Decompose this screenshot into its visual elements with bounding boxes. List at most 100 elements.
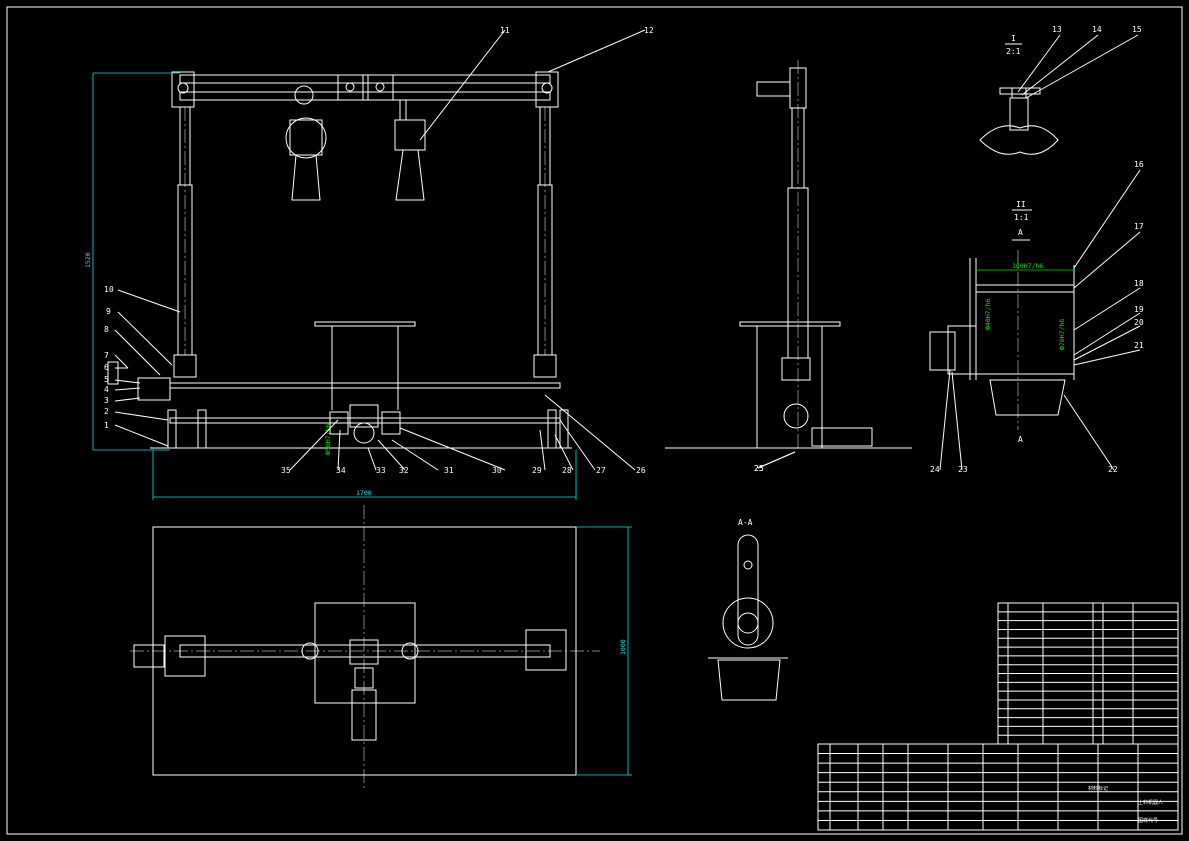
parts-list-grid [998, 603, 1178, 744]
leader-line [554, 434, 574, 471]
title-grid [818, 744, 1178, 830]
section-AA: A-A [708, 518, 788, 701]
leader-line [1063, 394, 1115, 471]
leader-line [289, 419, 339, 471]
balloon-label: 22 [1108, 465, 1118, 474]
plan-dim-height: 1000 [619, 639, 627, 655]
leader-line [337, 429, 341, 471]
balloon-label: 17 [1134, 222, 1144, 231]
section-mark-top: A [1018, 228, 1023, 237]
balloon-label: 18 [1134, 279, 1144, 288]
leader-line [117, 311, 173, 366]
balloon-label: 19 [1134, 305, 1144, 314]
leader-line [114, 379, 141, 384]
leader-line [117, 289, 181, 313]
detail-I-roman: I [1011, 34, 1016, 43]
balloon-label: 11 [500, 26, 510, 35]
balloon-label: 27 [596, 466, 606, 475]
leader-line [547, 29, 646, 73]
balloon-label: 15 [1132, 25, 1142, 34]
balloon-label: 21 [1134, 341, 1144, 350]
balloon-label: 33 [376, 466, 386, 475]
balloon-label: 24 [930, 465, 940, 474]
balloon-label: 13 [1052, 25, 1062, 34]
balloon-label: 9 [106, 307, 111, 316]
title-block: 材料标记 上料机器人 图样代号 [817, 602, 1179, 831]
front-fit-label: Ф50H7/k6 [324, 424, 332, 455]
leader-line [114, 329, 161, 376]
front-dim-height: 1520 [84, 252, 92, 268]
leader-line [1073, 325, 1141, 361]
detail-I-balloons: 13 14 15 [1017, 25, 1142, 99]
leader-line [419, 29, 506, 141]
balloon-label: 14 [1092, 25, 1102, 34]
leader-line [1073, 349, 1141, 366]
side-view: 25 [665, 60, 912, 473]
detail-II-scale: 1:1 [1014, 213, 1029, 222]
leader-line [544, 394, 636, 471]
leader-line [1073, 312, 1141, 356]
plan-view: 1000 [130, 505, 632, 790]
leader-line [951, 371, 963, 471]
balloon-label: 2 [104, 407, 109, 416]
leader-line [114, 424, 169, 447]
balloon-label: 3 [104, 396, 109, 405]
detail-I: I 2:1 13 14 15 [979, 25, 1142, 155]
balloon-label: 25 [754, 464, 764, 473]
detail-I-scale: 2:1 [1006, 47, 1021, 56]
drawing-code-label: 图样代号 [1138, 817, 1158, 824]
fit-70: Ф70H7/h6 [1058, 319, 1066, 350]
leader-line [367, 447, 377, 471]
balloon-label: 25 [754, 464, 764, 473]
product-name: 上料机器人 [1138, 799, 1163, 806]
balloon-label: 23 [958, 465, 968, 474]
balloon-label: 30 [492, 466, 502, 475]
leader-line [1073, 231, 1141, 289]
balloon-label: 32 [399, 466, 409, 475]
balloon-label: 6 [104, 363, 109, 372]
balloon-label: 5 [104, 375, 109, 384]
front-dim-width: 1700 [356, 489, 372, 497]
leader-line [939, 369, 951, 471]
balloon-label: 12 [644, 26, 654, 35]
fit-100: 100H7/h6 [1012, 262, 1043, 270]
leader-line [757, 451, 796, 469]
detail-II: II 1:1 A 100H7/h6 Ф40H7/h6 Ф70H7/h6 A 16… [929, 160, 1144, 474]
leader-line [391, 439, 439, 471]
sheet-border [6, 6, 1183, 835]
leader-line [1021, 34, 1099, 96]
leader-line [1025, 34, 1139, 99]
detail-II-balloons: 16 17 18 19 20 21 22 23 24 [930, 160, 1144, 474]
balloon-label: 31 [444, 466, 454, 475]
leader-line [114, 397, 141, 402]
fit-40: Ф40H7/h6 [984, 299, 992, 330]
leader-line [399, 427, 506, 471]
section-AA-label: A-A [738, 518, 753, 527]
detail-II-roman: II [1016, 200, 1026, 209]
balloon-label: 35 [281, 466, 291, 475]
leader-line [114, 387, 141, 391]
leader-line [1017, 34, 1061, 93]
balloon-label: 4 [104, 385, 109, 394]
leader-line [559, 419, 596, 471]
balloon-label: 26 [636, 466, 646, 475]
section-mark-bottom: A [1018, 435, 1023, 444]
balloon-label: 10 [104, 285, 114, 294]
leader-line [1073, 169, 1141, 269]
leader-line [114, 354, 129, 369]
balloon-label: 16 [1134, 160, 1144, 169]
balloon-label: 29 [532, 466, 542, 475]
leader-line [539, 429, 546, 471]
balloon-label: 20 [1134, 318, 1144, 327]
balloon-label: 7 [104, 351, 109, 360]
leader-line [377, 439, 406, 471]
balloon-label: 34 [336, 466, 346, 475]
side-balloons: 25 [754, 451, 796, 473]
balloon-label: 28 [562, 466, 572, 475]
rows-label: 材料标记 [1088, 785, 1108, 792]
balloon-label: 1 [104, 421, 109, 430]
leader-line [114, 411, 169, 421]
